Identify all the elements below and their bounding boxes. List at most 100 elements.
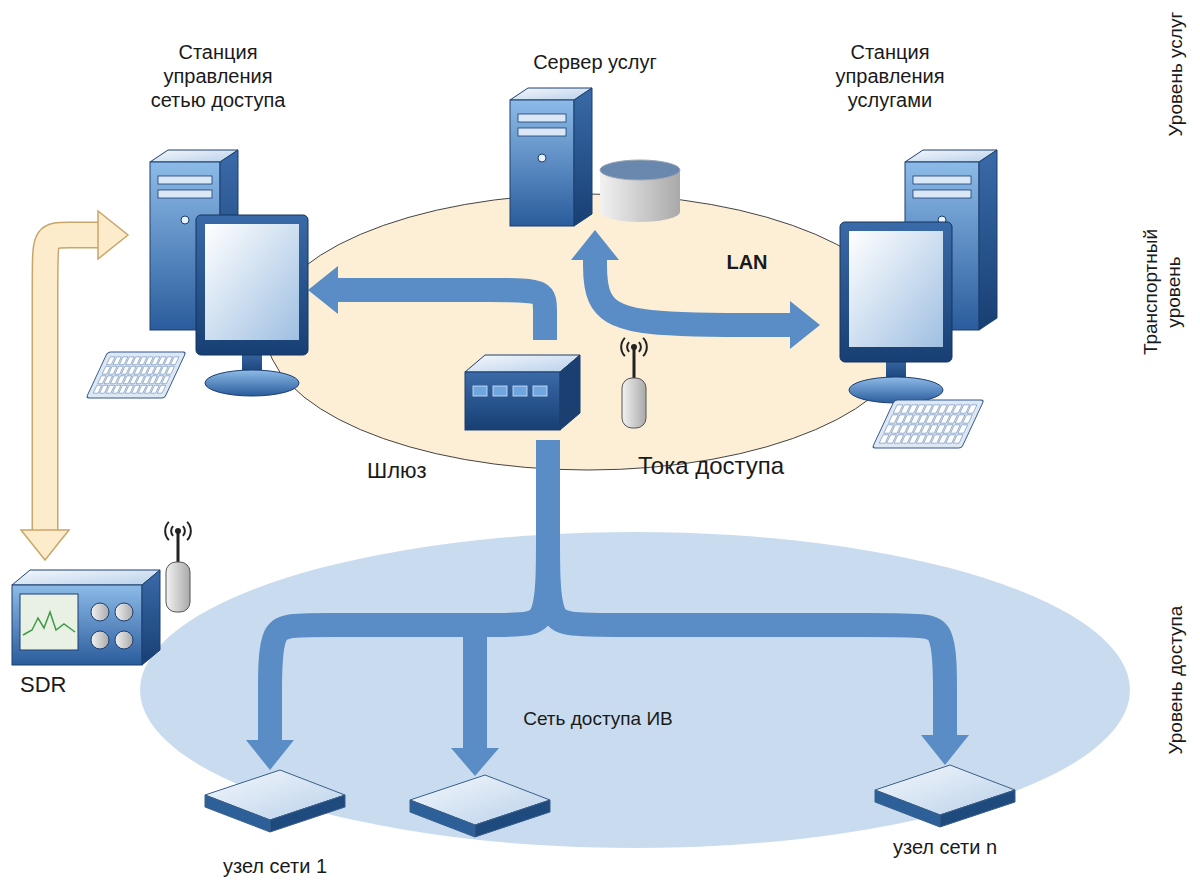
antenna-rod [633,348,636,380]
node-caption: Сервер услуг [495,50,695,74]
node-caption: узел сети 1 [192,854,358,878]
arrow-outline [45,235,107,539]
branch-arrow-head [451,748,499,776]
radio-wave [165,522,169,540]
tower-side [979,150,997,330]
icon-group [12,522,191,665]
tower-side [574,88,592,226]
network-node: узел сети n [870,765,1020,865]
drive-bay [158,176,212,184]
key [967,405,977,413]
gateway-port [493,386,507,396]
node-side [270,795,345,832]
icon-group [465,338,647,430]
power-button [181,216,189,224]
management-station: Станция управления сетью доступа [128,40,308,400]
radio-wave [187,522,191,540]
icon-group [840,150,997,448]
arrow-head [98,211,128,259]
arrow-head [921,735,969,765]
monitor-base [849,377,943,403]
power-button [538,154,546,162]
arrow-head [246,740,294,770]
key [162,376,170,384]
access-network-region [140,532,1130,848]
service-server: Сервер услуг [495,50,695,230]
service-server-icon [495,50,695,230]
arrow-body [45,235,107,539]
sdr-knob [91,631,109,649]
drive-bay [518,128,566,136]
monitor-base [205,370,299,396]
antenna-tip [631,344,637,350]
radio-wave [627,342,629,352]
node-side [205,795,270,832]
keyboard [872,400,984,448]
flow-arrow [246,440,548,770]
node-caption: Станция управления услугами [820,40,960,112]
network-label: Сеть доступа ИВ [498,708,698,731]
icon-group [875,765,1015,827]
antenna-base [166,562,190,612]
sdr-spectrum [23,612,75,635]
management-station: Станция управления услугами [820,40,960,450]
sdr-top [12,570,160,585]
layer-label: Уровень доступа [1165,595,1188,765]
gateway: ШлюзТока доступа [455,340,665,440]
key [166,366,174,374]
key [157,385,165,393]
node-side [475,800,550,837]
icon-group [205,770,345,832]
monitor-screen [205,224,299,340]
radio-wave [643,338,647,356]
lan-region [266,194,910,470]
node-caption: SDR [20,672,110,698]
arrow-body [329,290,545,340]
icon-group [510,88,680,226]
arrow-head [308,266,338,314]
node-side [875,790,940,827]
flow-arrow [21,211,128,560]
node-side [410,800,475,837]
sdr-side [142,570,160,665]
monitor-bezel [840,222,952,362]
network-node-icon [410,775,550,837]
keyboard-body [872,400,984,448]
monitor-bezel [196,215,308,355]
key [170,357,178,365]
drive-bay [158,190,212,198]
drive-bay [913,190,971,198]
monitor-screen [849,231,943,347]
node-side [940,790,1015,827]
sdr-knob [115,631,133,649]
drive-bay [518,114,566,122]
antenna-tip [175,528,181,534]
gateway-front [465,372,560,430]
tower-front [510,100,574,226]
storage-bottom [600,202,680,222]
sdr-front [12,585,142,665]
key [958,425,968,433]
layer-label: Транспортный уровень [1140,220,1186,365]
flow-arrow [571,230,820,349]
icon-group [86,150,308,398]
keyboard [86,352,186,398]
sdr-screen [20,594,78,650]
gateway-side [560,355,580,430]
arrow-body [270,440,548,749]
node-caption: узел сети n [862,835,1028,859]
arrow-head [21,530,69,560]
keyboard-body [86,352,186,398]
node-caption: Шлюз [367,458,459,484]
arrow-head [571,230,619,260]
sdr-knob [115,603,133,621]
sdr-device: SDR [10,560,200,700]
arrow-body [595,251,799,325]
radio-wave [183,526,185,536]
sdr-knob [91,603,109,621]
network-node: узел сети 1 [200,770,350,882]
antenna-rod [177,532,180,564]
storage-top [600,160,680,180]
network-label: LAN [712,250,782,274]
